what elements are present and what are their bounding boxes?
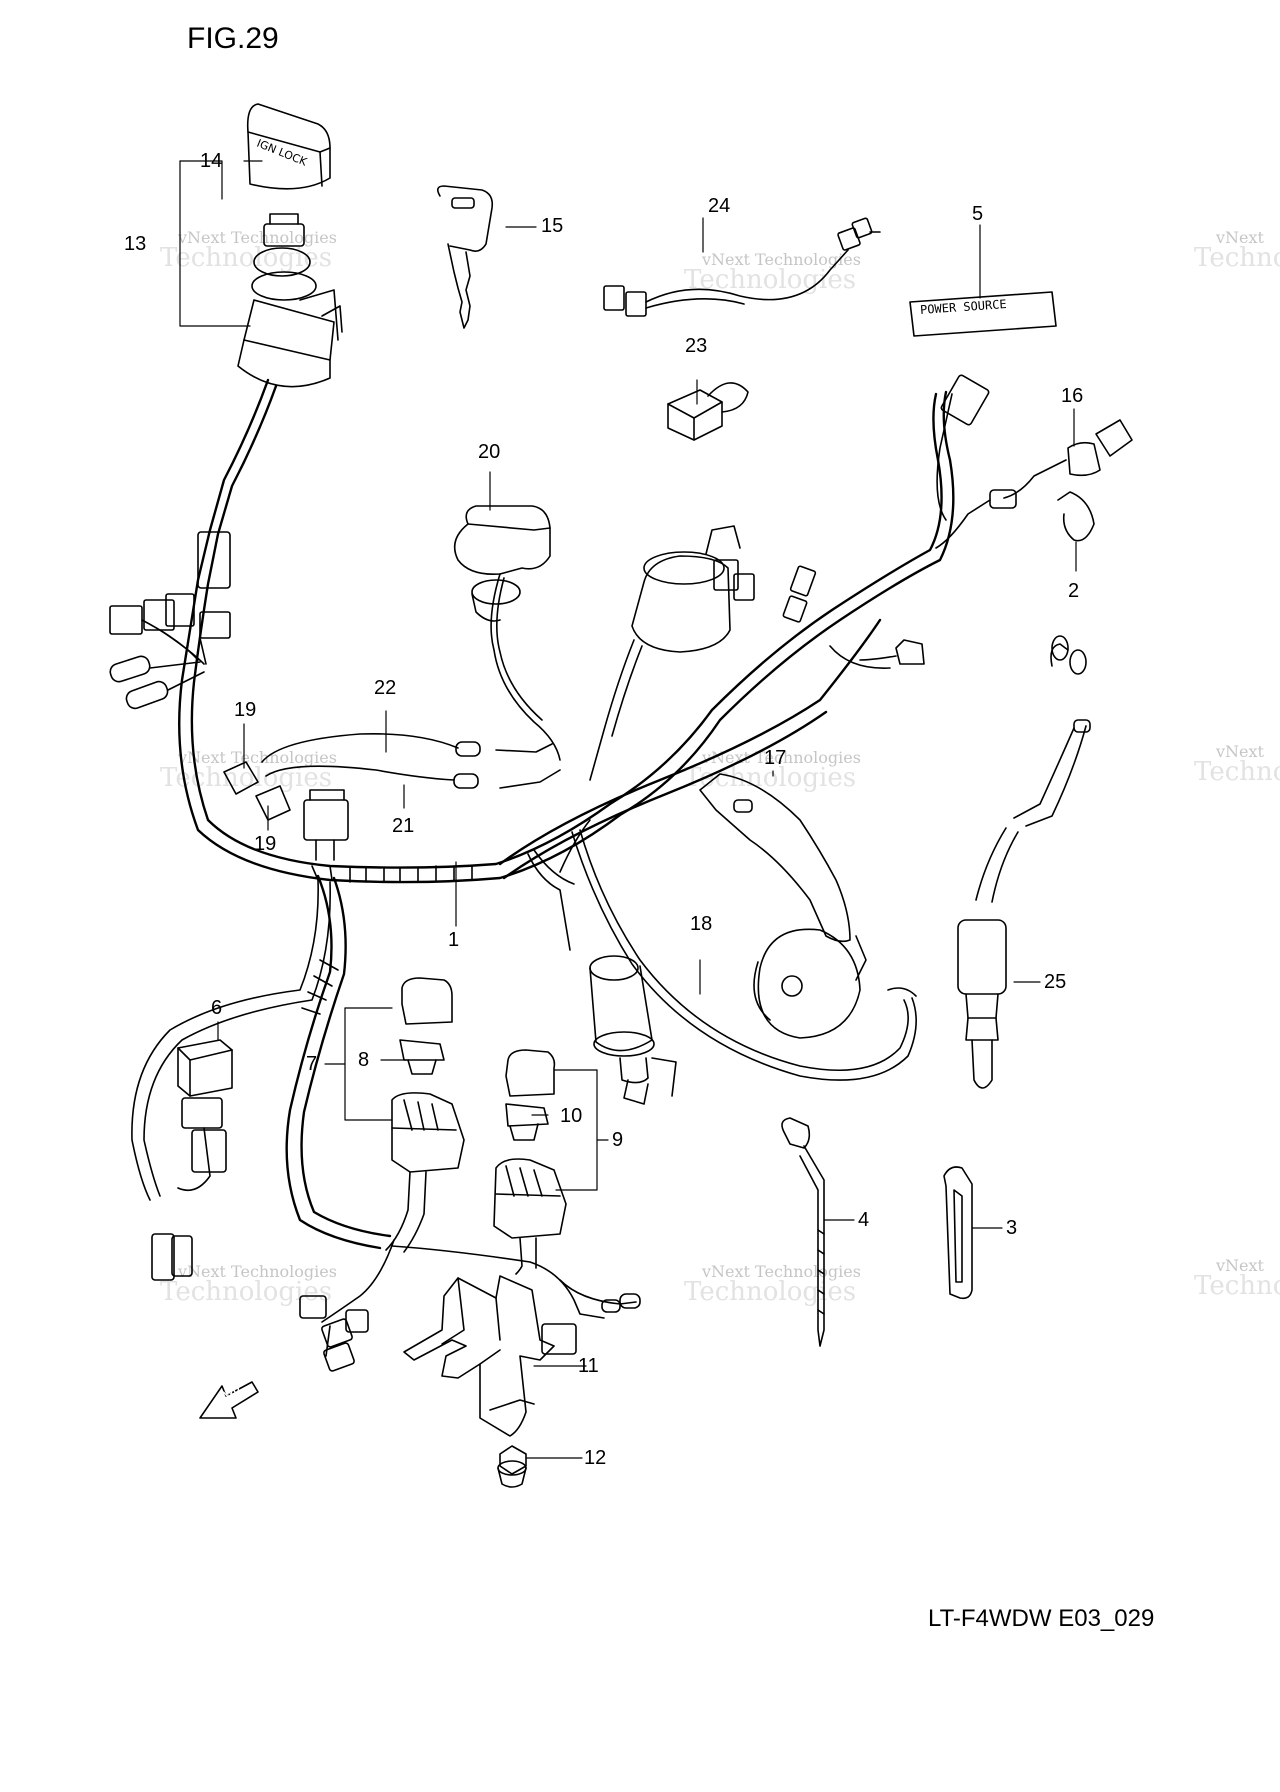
clamp-icon (223, 761, 291, 821)
figure-title: FIG.29 (187, 22, 279, 55)
lower-connectors-icon (299, 1239, 641, 1372)
callout-6: 6 (211, 997, 223, 1019)
callout-10: 10 (560, 1105, 583, 1127)
callout-16: 16 (1061, 385, 1084, 407)
switch-housing-icon (453, 505, 561, 761)
main-harness-icon (131, 378, 955, 1250)
callout-20: 20 (478, 441, 501, 463)
callout-23: 23 (685, 335, 708, 357)
harness-connectors-icon (109, 531, 231, 710)
callout-12: 12 (584, 1447, 607, 1469)
horn-icon (699, 773, 867, 1039)
cap-icon (667, 382, 749, 441)
callout-3: 3 (1006, 1217, 1018, 1239)
callout-21: 21 (392, 815, 415, 837)
relay-icon (151, 1039, 233, 1281)
key-icon (436, 185, 494, 329)
connector-icon (829, 374, 1133, 669)
figure-code: LT-F4WDW E03_029 (928, 1605, 1155, 1632)
callout-11: 11 (578, 1355, 599, 1377)
callout-7: 7 (306, 1053, 318, 1075)
callout-15: 15 (541, 215, 564, 237)
horn-lead-icon (571, 829, 917, 1081)
callout-19: 19 (234, 699, 257, 721)
callout-13: 13 (124, 233, 147, 255)
callout-22: 22 (374, 677, 397, 699)
bolt-icon (497, 1445, 527, 1488)
callout-25: 25 (1044, 971, 1067, 993)
clamp-band-icon (943, 1166, 973, 1300)
starter-relay-icon (385, 977, 465, 1253)
callout-24: 24 (708, 195, 731, 217)
ignition-coil-icon (527, 849, 677, 1105)
bracket-icon (403, 1275, 555, 1437)
lead-wires-icon (261, 732, 561, 789)
callout-18: 18 (690, 913, 713, 935)
callout-2: 2 (1068, 580, 1080, 602)
callout-4: 4 (858, 1209, 870, 1231)
leader-lines (179, 160, 1077, 1459)
sub-harness-icon (603, 217, 881, 317)
spark-plug-cap-icon (957, 635, 1091, 1089)
ignition-cap-icon: IGN LOCK (246, 103, 331, 190)
callout-19b: 19 (254, 833, 277, 855)
ignition-switch-icon (237, 213, 343, 388)
callout-8: 8 (358, 1049, 370, 1071)
relay-module-icon (589, 525, 817, 781)
callout-1: 1 (448, 929, 460, 951)
callout-5: 5 (972, 203, 984, 225)
callout-14: 14 (200, 150, 223, 172)
fuel-relay-icon (493, 1049, 567, 1275)
forward-arrow-icon (199, 1381, 259, 1419)
callout-9: 9 (612, 1129, 624, 1151)
callout-17: 17 (764, 747, 787, 769)
power-source-label-icon (909, 291, 1057, 337)
cable-tie-icon (781, 1117, 825, 1347)
